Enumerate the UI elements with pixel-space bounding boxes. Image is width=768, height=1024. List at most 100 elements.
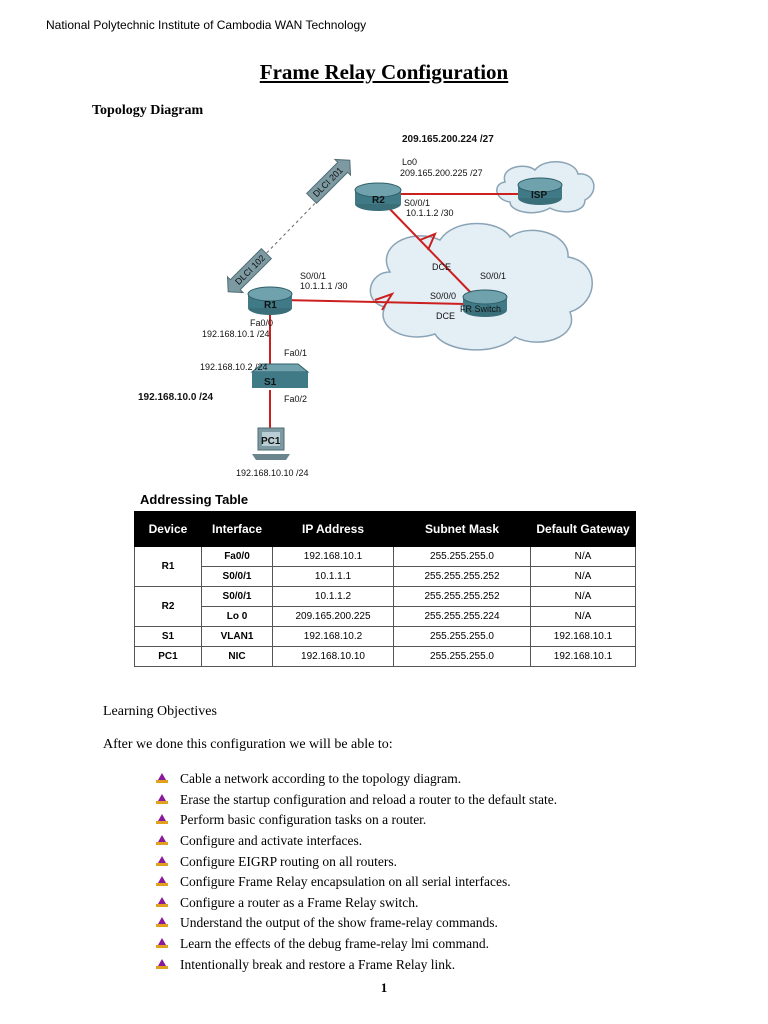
cell-ip: 10.1.1.2 — [272, 586, 394, 607]
bullet-icon — [156, 814, 168, 826]
objective-text: Erase the startup configuration and relo… — [180, 791, 558, 807]
cell-ip: 192.168.10.2 — [272, 626, 394, 647]
r1-dce-zigzag — [374, 292, 395, 311]
topology-diagram: DLCI 201 DLCI 102 R2 ISP R1 S1 — [138, 134, 595, 478]
cell-ip: 192.168.10.1 — [272, 546, 394, 567]
table-row: PC1 NIC 192.168.10.10 255.255.255.0 192.… — [134, 646, 636, 667]
r2-lo0-label: Lo0 — [402, 157, 417, 167]
col-interface: Interface — [201, 511, 273, 547]
r1-s001-ip-label: 10.1.1.1 /30 — [300, 281, 348, 291]
bullet-icon — [156, 835, 168, 847]
list-item: Erase the startup configuration and relo… — [156, 790, 557, 811]
bullet-icon — [156, 938, 168, 950]
table-row: S0/0/1 10.1.1.1 255.255.255.252 N/A — [135, 566, 636, 587]
objective-text: Learn the effects of the debug frame-rel… — [180, 936, 489, 952]
r2-s001-label: S0/0/1 — [404, 198, 430, 208]
router-r1-icon: R1 — [247, 286, 293, 315]
s1-name: S1 — [264, 377, 277, 388]
objective-text: Configure EIGRP routing on all routers. — [180, 853, 397, 869]
cell-mask: 255.255.255.0 — [393, 626, 531, 647]
switch-s001-label: S0/0/1 — [480, 271, 506, 281]
cell-mask: 255.255.255.252 — [393, 566, 531, 587]
cell-mask: 255.255.255.224 — [393, 606, 531, 627]
r1-name: R1 — [264, 300, 277, 311]
list-item: Configure and activate interfaces. — [156, 831, 557, 852]
cell-device: R2 — [134, 586, 202, 627]
page-number: 1 — [380, 980, 388, 995]
s1-fa01-label: Fa0/1 — [284, 348, 307, 358]
cell-mask: 255.255.255.0 — [393, 546, 531, 567]
cell-ip: 209.165.200.225 — [272, 606, 394, 627]
objective-text: Configure Frame Relay encapsulation on a… — [180, 874, 511, 890]
dlci-201-label: DLCI 201 — [311, 165, 345, 199]
list-item: Perform basic configuration tasks on a r… — [156, 810, 557, 831]
col-subnet-mask: Subnet Mask — [393, 511, 531, 547]
bullet-icon — [156, 773, 168, 785]
cell-gateway: N/A — [530, 546, 636, 567]
objective-text: Configure a router as a Frame Relay swit… — [180, 894, 419, 910]
r1-frswitch-link — [281, 299, 466, 305]
lan-network-label: 192.168.10.0 /24 — [138, 392, 214, 403]
cell-interface: S0/0/1 — [201, 566, 273, 587]
bullet-icon — [156, 917, 168, 929]
dlci-201-arrow: DLCI 201 — [305, 158, 352, 205]
col-default-gateway: Default Gateway — [530, 511, 636, 547]
r1-fa00-label: Fa0/0 — [250, 318, 273, 328]
list-item: Configure a router as a Frame Relay swit… — [156, 893, 557, 914]
objective-text: Understand the output of the show frame-… — [180, 915, 498, 931]
cell-interface: Lo 0 — [201, 606, 273, 627]
objectives-intro: After we done this configuration we will… — [103, 737, 393, 752]
dce-top-label: DCE — [432, 262, 451, 272]
pc1-name: PC1 — [261, 436, 281, 447]
cell-gateway: 192.168.10.1 — [530, 646, 636, 667]
cell-interface: Fa0/0 — [201, 546, 273, 567]
pc1-ip-label: 192.168.10.10 /24 — [236, 468, 309, 478]
cell-interface: VLAN1 — [201, 626, 273, 647]
dce-bottom-label: DCE — [436, 311, 455, 321]
frame-relay-cloud — [369, 222, 593, 351]
cell-gateway: N/A — [530, 606, 636, 627]
r2-s001-ip-label: 10.1.1.2 /30 — [406, 208, 454, 218]
r1-fa00-ip-label: 192.168.10.1 /24 — [202, 329, 270, 339]
switch-s1-icon: S1 — [250, 363, 310, 388]
frswitch-name: FR Switch — [460, 304, 501, 314]
list-item: Learn the effects of the debug frame-rel… — [156, 934, 557, 955]
cell-gateway: N/A — [530, 566, 636, 587]
s1-fa02-label: Fa0/2 — [284, 394, 307, 404]
isp-network-label: 209.165.200.224 /27 — [402, 134, 494, 145]
s1-ip-label: 192.168.10.2 /24 — [200, 362, 268, 372]
table-header-row: Device Interface IP Address Subnet Mask … — [134, 511, 636, 547]
addressing-table: Device Interface IP Address Subnet Mask … — [134, 511, 636, 667]
switch-s000-label: S0/0/0 — [430, 291, 456, 301]
table-row: S1 VLAN1 192.168.10.2 255.255.255.0 192.… — [134, 626, 636, 647]
pc1-icon: PC1 — [252, 427, 290, 460]
document-header: National Polytechnic Institute of Cambod… — [46, 18, 367, 32]
cell-gateway: 192.168.10.1 — [530, 626, 636, 647]
table-row: R1 Fa0/0 192.168.10.1 255.255.255.0 N/A — [134, 546, 636, 587]
isp-name: ISP — [531, 190, 547, 201]
bullet-icon — [156, 876, 168, 888]
cell-ip: 192.168.10.10 — [272, 646, 394, 667]
bullet-icon — [156, 896, 168, 909]
list-item: Configure EIGRP routing on all routers. — [156, 851, 557, 872]
bullet-icon — [156, 793, 168, 806]
objective-text: Configure and activate interfaces. — [180, 833, 363, 849]
addressing-table-heading: Addressing Table — [140, 492, 249, 507]
list-item: Understand the output of the show frame-… — [156, 913, 557, 934]
objective-text: Perform basic configuration tasks on a r… — [180, 812, 427, 828]
cell-interface: S0/0/1 — [201, 586, 273, 607]
frswitch-icon — [462, 289, 508, 317]
list-item: Intentionally break and restore a Frame … — [156, 954, 557, 975]
r2-dce-zigzag — [419, 232, 437, 251]
learning-objectives-heading: Learning Objectives — [103, 704, 217, 719]
objective-text: Cable a network according to the topolog… — [180, 771, 462, 787]
col-ip-address: IP Address — [272, 511, 394, 547]
document-title: Frame Relay Configuration — [259, 60, 509, 84]
cell-gateway: N/A — [530, 586, 636, 607]
cell-mask: 255.255.255.0 — [393, 646, 531, 667]
r1-s001-label: S0/0/1 — [300, 271, 326, 281]
table-row: Lo 0 209.165.200.225 255.255.255.224 N/A — [135, 606, 636, 627]
topology-heading: Topology Diagram — [92, 103, 204, 118]
r2-frswitch-link — [384, 203, 476, 298]
router-isp-icon: ISP — [517, 177, 563, 205]
